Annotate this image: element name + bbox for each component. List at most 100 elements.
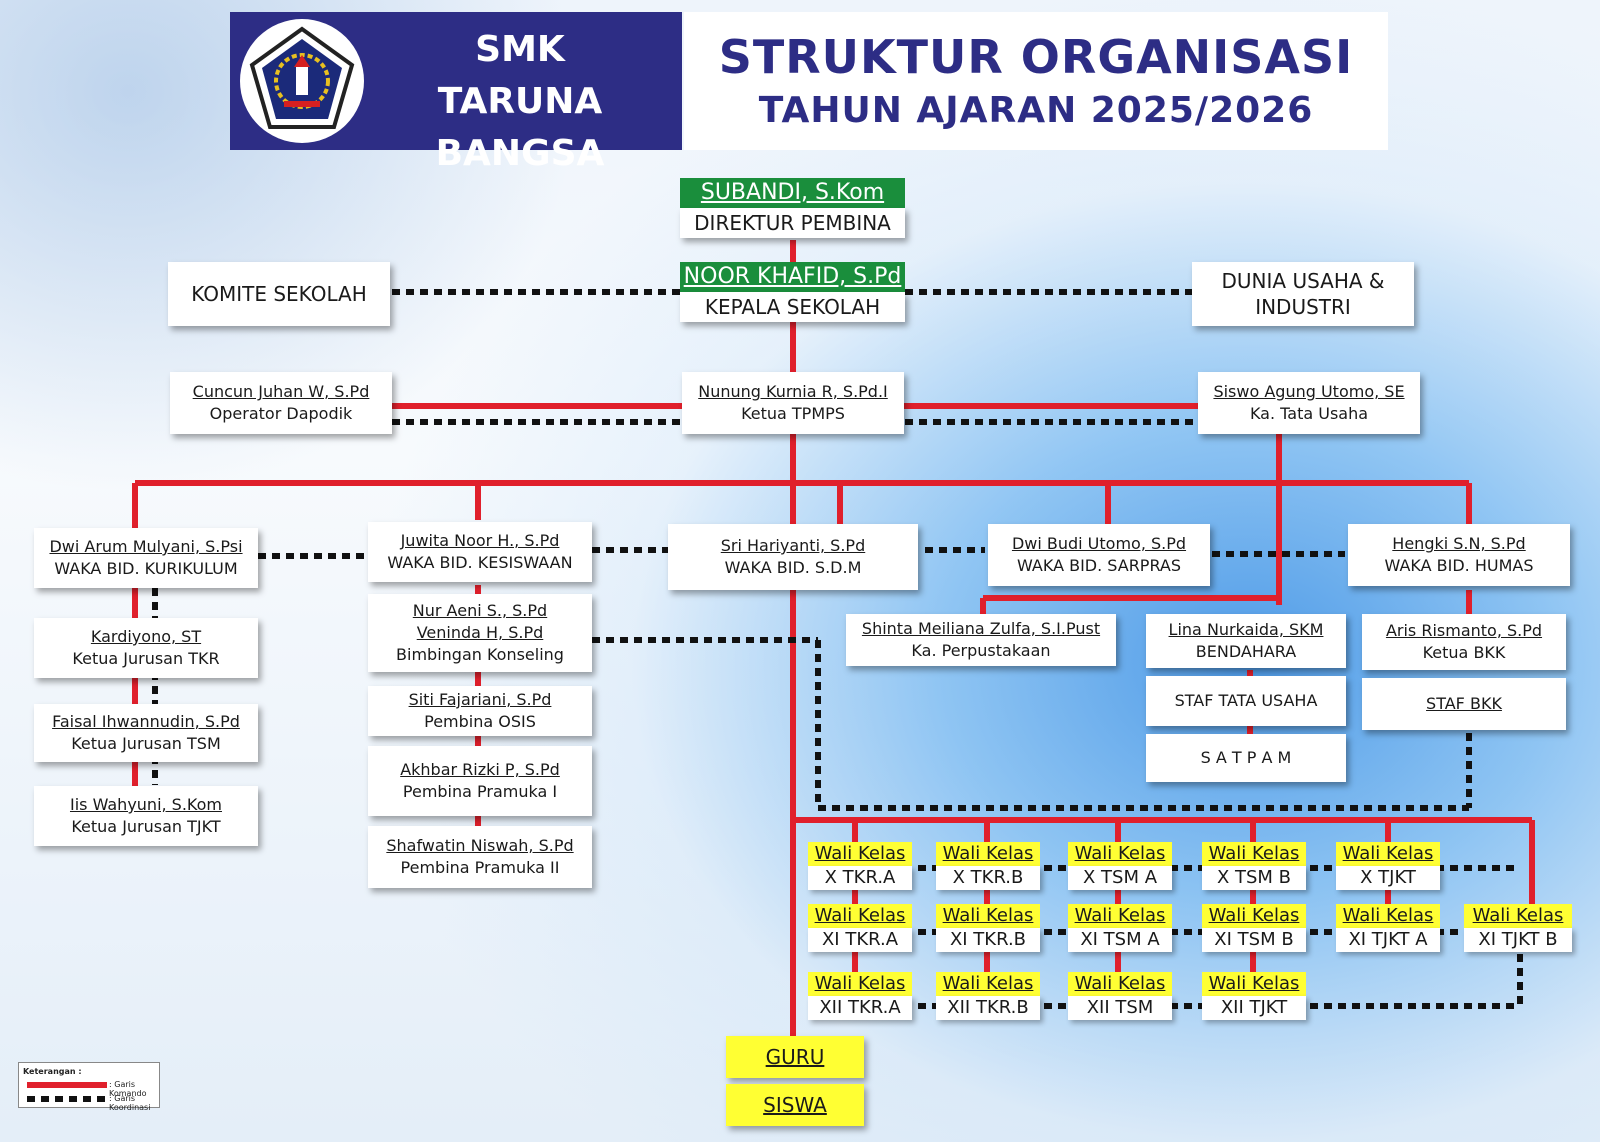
pramuka2-name: Shafwatin Niswah, S.Pd [386,836,574,855]
wali-label: Wali Kelas [808,842,912,866]
pramuka1-name: Akhbar Rizki P, S.Pd [400,760,560,779]
dapodik-name: Cuncun Juhan W, S.Pd [192,382,370,401]
wali-label: Wali Kelas [1202,904,1306,928]
osis-name: Siti Fajariani, S.Pd [408,690,552,709]
dudi-label: DUNIA USAHA & INDUSTRI [1221,269,1385,319]
staf-tu-label: STAF TATA USAHA [1174,691,1318,710]
school-logo [240,19,364,143]
bkk-role: Ketua BKK [1422,643,1506,662]
dapodik-node: Cuncun Juhan W, S.Pd Operator Dapodik [170,372,392,434]
director-node: SUBANDI, S.Kom DIREKTUR PEMBINA [680,178,905,240]
class-name: XII TKR.A [808,996,912,1020]
legend: Keterangan : : Garis Komando : Garis Koo… [18,1062,160,1112]
wali-label: Wali Kelas [1202,842,1306,866]
legend-command-swatch [27,1082,107,1088]
school-banner: SMK TARUNA BANGSA [230,12,682,174]
kajur-tsm-node: Faisal Ihwannudin, S.Pd Ketua Jurusan TS… [34,704,258,762]
tata-usaha-role: Ka. Tata Usaha [1249,404,1369,423]
wali-x-tkra: Wali Kelas X TKR.A [808,842,912,892]
satpam-label: S A T P A M [1200,748,1292,767]
wali-label: Wali Kelas [936,842,1040,866]
wali-label: Wali Kelas [1336,842,1440,866]
bk-node: Nur Aeni S., S.Pd Veninda H, S.Pd Bimbin… [368,594,592,672]
class-name: XII TJKT [1202,996,1306,1020]
komite-label: KOMITE SEKOLAH [191,282,367,306]
kajur-tjkt-node: Iis Wahyuni, S.Kom Ketua Jurusan TJKT [34,786,258,846]
wali-xii-tkra: Wali Kelas XII TKR.A [808,972,912,1022]
tpmps-node: Nunung Kurnia R, S.Pd.I Ketua TPMPS [682,372,904,434]
wali-label: Wali Kelas [1464,904,1572,928]
waka-kurikulum-node: Dwi Arum Mulyani, S.Psi WAKA BID. KURIKU… [34,528,258,588]
class-name: XI TKR.B [936,928,1040,952]
wali-xi-tjkta: Wali Kelas XI TJKT A [1336,904,1440,954]
chart-subtitle: TAHUN AJARAN 2025/2026 [758,90,1314,131]
class-name: XII TKR.B [936,996,1040,1020]
kajur-tsm-role: Ketua Jurusan TSM [71,734,221,753]
waka-sdm-name: Sri Hariyanti, S.Pd [720,536,866,555]
siswa-node: SISWA [726,1084,864,1126]
waka-sarpras-name: Dwi Budi Utomo, S.Pd [1011,534,1187,553]
wali-xi-tkrb: Wali Kelas XI TKR.B [936,904,1040,954]
class-name: XI TSM A [1068,928,1172,952]
principal-role: KEPALA SEKOLAH [680,292,905,322]
legend-title: Keterangan : [23,1067,82,1076]
bendahara-node: Lina Nurkaida, SKM BENDAHARA [1146,614,1346,668]
bkk-node: Aris Rismanto, S.Pd Ketua BKK [1362,614,1566,670]
staf-bkk-label: STAF BKK [1426,694,1502,713]
wali-label: Wali Kelas [1202,972,1306,996]
wali-xi-tsmb: Wali Kelas XI TSM B [1202,904,1306,954]
waka-kurikulum-name: Dwi Arum Mulyani, S.Psi [49,537,243,556]
wali-xi-tsma: Wali Kelas XI TSM A [1068,904,1172,954]
bendahara-name: Lina Nurkaida, SKM [1168,620,1324,639]
class-name: XI TJKT B [1464,928,1572,952]
class-name: XI TSM B [1202,928,1306,952]
pramuka2-node: Shafwatin Niswah, S.Pd Pembina Pramuka I… [368,826,592,888]
osis-role: Pembina OSIS [424,712,536,731]
kajur-tsm-name: Faisal Ihwannudin, S.Pd [52,712,240,731]
school-name-line1: SMK [475,29,565,70]
waka-kesiswaan-role: WAKA BID. KESISWAAN [387,553,573,572]
wali-label: Wali Kelas [808,904,912,928]
wali-x-tjkt: Wali Kelas X TJKT [1336,842,1440,892]
class-name: X TJKT [1336,866,1440,890]
wali-label: Wali Kelas [936,904,1040,928]
osis-node: Siti Fajariani, S.Pd Pembina OSIS [368,686,592,736]
wali-x-tsma: Wali Kelas X TSM A [1068,842,1172,892]
tata-usaha-name: Siswo Agung Utomo, SE [1213,382,1405,401]
legend-coordination-label: : Garis Koordinasi [109,1094,151,1112]
class-name: X TSM A [1068,866,1172,890]
wali-label: Wali Kelas [1068,904,1172,928]
wali-label: Wali Kelas [1068,972,1172,996]
wali-label: Wali Kelas [936,972,1040,996]
perpus-name: Shinta Meiliana Zulfa, S.I.Pust [861,619,1101,638]
dudi-node: DUNIA USAHA & INDUSTRI [1192,262,1414,326]
wali-label: Wali Kelas [1068,842,1172,866]
waka-humas-node: Hengki S.N, S.Pd WAKA BID. HUMAS [1348,524,1570,586]
wali-xii-tjkt: Wali Kelas XII TJKT [1202,972,1306,1022]
kajur-tkr-role: Ketua Jurusan TKR [72,649,220,668]
class-name: X TKR.B [936,866,1040,890]
guru-label: GURU [765,1045,825,1069]
legend-command-label: : Garis Komando [109,1080,147,1098]
satpam-node: S A T P A M [1146,734,1346,782]
tpmps-name: Nunung Kurnia R, S.Pd.I [698,382,888,401]
school-emblem-icon [249,26,355,129]
class-name: XI TKR.A [808,928,912,952]
chart-title: STRUKTUR ORGANISASI [718,30,1354,84]
school-name-line2: TARUNA BANGSA [435,81,605,174]
wali-label: Wali Kelas [808,972,912,996]
komite-node: KOMITE SEKOLAH [168,262,390,326]
wali-x-tkrb: Wali Kelas X TKR.B [936,842,1040,892]
waka-humas-name: Hengki S.N, S.Pd [1392,534,1526,553]
kajur-tkr-name: Kardiyono, ST [90,627,202,646]
waka-kesiswaan-name: Juwita Noor H., S.Pd [400,531,560,550]
wali-xii-tkrb: Wali Kelas XII TKR.B [936,972,1040,1022]
tpmps-role: Ketua TPMPS [741,404,845,423]
staf-bkk-node: STAF BKK [1362,678,1566,730]
title-banner: STRUKTUR ORGANISASI TAHUN AJARAN 2025/20… [684,12,1388,150]
class-name: XI TJKT A [1336,928,1440,952]
perpus-role: Ka. Perpustakaan [911,641,1051,660]
legend-coordination-swatch [27,1096,107,1102]
dapodik-role: Operator Dapodik [209,404,353,423]
bk-name-2: Veninda H, S.Pd [416,623,544,642]
